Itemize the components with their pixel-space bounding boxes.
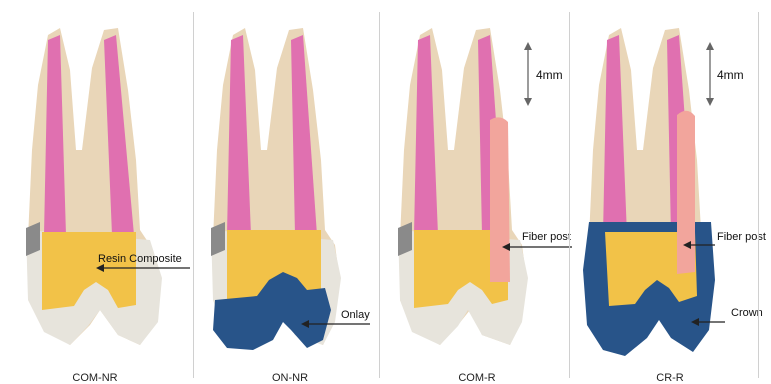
caption-com-r: COM-R <box>382 372 572 384</box>
label-onlay: Onlay <box>341 309 370 321</box>
enamel-wedge <box>211 222 225 256</box>
enamel-wedge <box>26 222 40 256</box>
divider <box>379 12 380 378</box>
enamel-wedge <box>398 222 412 256</box>
divider <box>193 12 194 378</box>
panel-com-r: 4mm Fiber post COM-R <box>382 0 572 378</box>
label-dimension: 4mm <box>717 68 744 82</box>
divider <box>758 12 759 378</box>
divider <box>569 12 570 378</box>
label-resin-composite: Resin Composite <box>98 253 182 265</box>
caption-cr-r: CR-R <box>575 372 765 384</box>
tooth-diagram-com-nr <box>0 0 190 378</box>
panel-on-nr: Onlay ON-NR <box>195 0 385 378</box>
panel-cr-r: 4mm Fiber post Crown CR-R <box>575 0 765 378</box>
tooth-diagram-com-r <box>382 0 572 378</box>
caption-com-nr: COM-NR <box>0 372 190 384</box>
label-dimension: 4mm <box>536 68 563 82</box>
panel-com-nr: Resin Composite COM-NR <box>0 0 190 378</box>
tooth-diagram-cr-r <box>575 0 765 378</box>
caption-on-nr: ON-NR <box>195 372 385 384</box>
label-fiber-post: Fiber post <box>522 231 571 243</box>
fiber-post <box>677 111 695 274</box>
fiber-post <box>490 117 510 282</box>
tooth-diagram-on-nr <box>195 0 385 378</box>
